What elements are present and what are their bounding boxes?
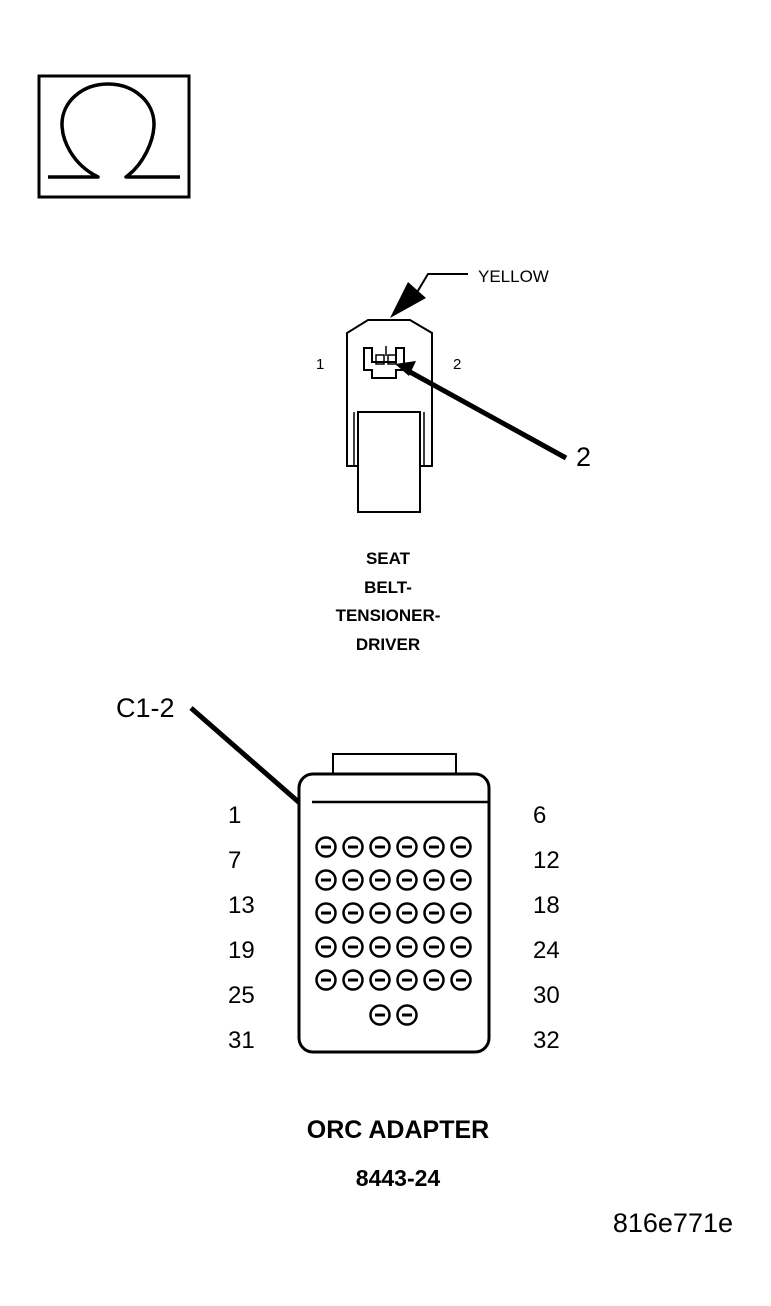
left-pin-number: 13 — [228, 892, 255, 919]
ohm-symbol — [37, 74, 191, 199]
left-pin-number: 1 — [228, 802, 241, 829]
adapter-pin — [342, 836, 364, 858]
adapter-pin — [369, 936, 391, 958]
adapter-pin — [396, 902, 418, 924]
right-pin-number: 6 — [533, 802, 546, 829]
figure-id: 816e771e — [613, 1208, 733, 1238]
c1-2-pointer-label: C1-2 — [116, 693, 175, 723]
pin-2-pointer-line — [408, 369, 568, 461]
right-pin-number: 18 — [533, 892, 560, 919]
right-pin-number: 24 — [533, 937, 560, 964]
orc-adapter-title: ORC ADAPTER — [307, 1116, 489, 1144]
right-pin-number: 32 — [533, 1027, 560, 1054]
orc-adapter: C1-2 1 7 13 19 25 31 6 12 18 24 30 32 OR… — [116, 693, 560, 1191]
connector-plug — [357, 411, 421, 513]
pin-2-pointer-arrowhead — [395, 361, 416, 376]
adapter-pin — [396, 969, 418, 991]
seat-belt-name-line-1: SEAT — [366, 549, 411, 568]
adapter-pin — [450, 836, 472, 858]
adapter-pin — [396, 1004, 418, 1026]
left-pin-number: 31 — [228, 1027, 255, 1054]
adapter-pin — [369, 1004, 391, 1026]
right-pin-number: 30 — [533, 982, 560, 1009]
adapter-pin — [315, 902, 337, 924]
yellow-callout-line — [415, 273, 468, 295]
yellow-callout-arrowhead — [390, 282, 426, 318]
adapter-pin — [315, 869, 337, 891]
adapter-pin — [450, 936, 472, 958]
adapter-pin — [450, 969, 472, 991]
adapter-pin — [450, 869, 472, 891]
left-pin-number: 25 — [228, 982, 255, 1009]
adapter-pin — [450, 902, 472, 924]
left-pin-number: 7 — [228, 847, 241, 874]
adapter-pin — [342, 869, 364, 891]
right-pin-number: 12 — [533, 847, 560, 874]
pin-label-1: 1 — [316, 356, 324, 373]
seat-belt-connector: YELLOW 1 2 2 SEAT BELT- TENSIONER- DRIVE… — [316, 267, 591, 654]
adapter-pin — [396, 836, 418, 858]
pin-grid — [315, 836, 472, 1026]
seat-belt-name-line-3: TENSIONER- — [336, 606, 441, 625]
connector-body-outline — [346, 319, 433, 467]
adapter-pin — [423, 902, 445, 924]
adapter-pin — [396, 936, 418, 958]
adapter-pin — [315, 936, 337, 958]
adapter-pin — [396, 869, 418, 891]
adapter-top-tab — [332, 753, 457, 775]
adapter-pin — [369, 869, 391, 891]
adapter-pin — [423, 836, 445, 858]
adapter-pin — [342, 969, 364, 991]
adapter-pin — [342, 902, 364, 924]
terminal-pin-1 — [375, 354, 385, 365]
adapter-pin — [369, 836, 391, 858]
right-pin-numbers: 6 12 18 24 30 32 — [533, 802, 560, 1054]
adapter-pin — [342, 936, 364, 958]
seat-belt-name-line-2: BELT- — [364, 578, 412, 597]
seat-belt-name-line-4: DRIVER — [356, 635, 420, 654]
adapter-pin — [423, 969, 445, 991]
pin-2-pointer-label: 2 — [576, 442, 591, 472]
ohm-icon — [48, 82, 180, 179]
terminal-pin-2 — [387, 354, 397, 365]
adapter-pin — [423, 936, 445, 958]
adapter-pin — [369, 969, 391, 991]
pin-label-2: 2 — [453, 356, 461, 373]
adapter-pin — [369, 902, 391, 924]
left-pin-numbers: 1 7 13 19 25 31 — [228, 802, 255, 1054]
yellow-label: YELLOW — [478, 267, 549, 286]
adapter-pin — [315, 969, 337, 991]
ohm-symbol-frame — [37, 74, 191, 199]
orc-adapter-part-number: 8443-24 — [356, 1165, 441, 1191]
adapter-pin — [423, 869, 445, 891]
connector-terminals — [363, 346, 405, 379]
adapter-pin — [315, 836, 337, 858]
left-pin-number: 19 — [228, 937, 255, 964]
